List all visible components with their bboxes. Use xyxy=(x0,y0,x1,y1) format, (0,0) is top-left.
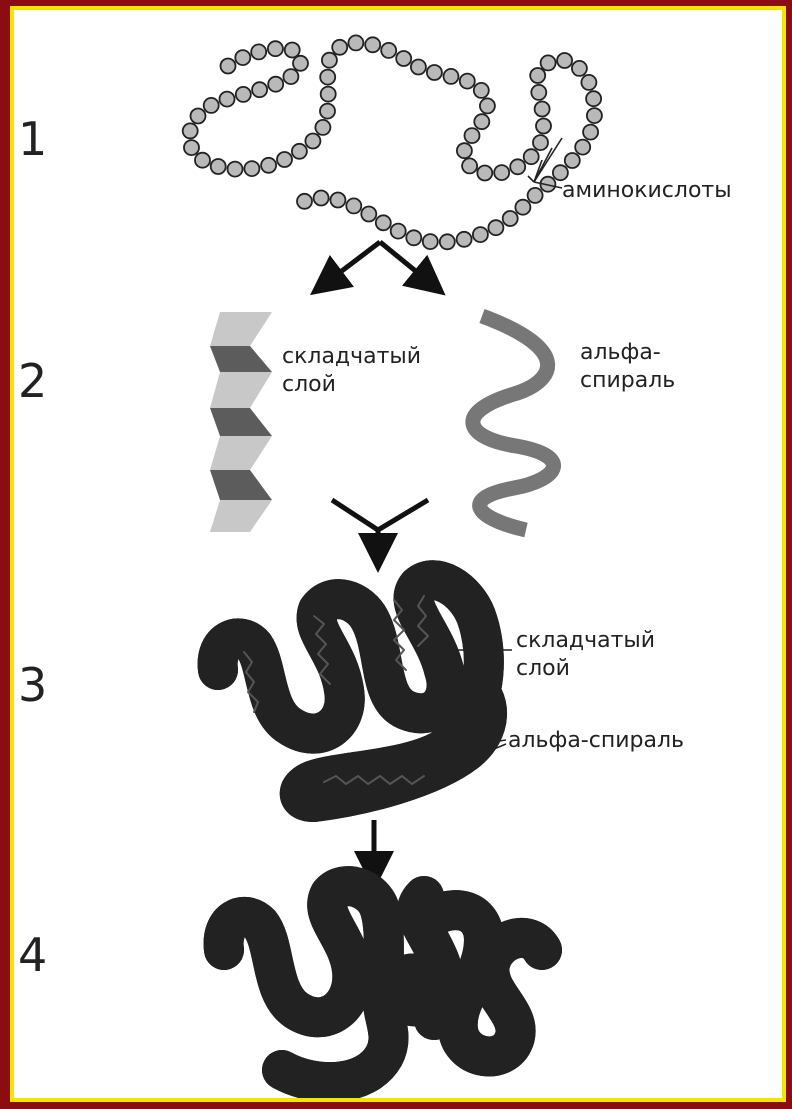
amino-acid-bead xyxy=(322,53,337,68)
amino-acid-bead xyxy=(211,159,226,174)
amino-acid-bead xyxy=(572,61,587,76)
tertiary-helix-label: альфа-спираль xyxy=(508,728,684,754)
amino-acid-bead xyxy=(235,50,250,65)
amino-acid-bead xyxy=(228,162,243,177)
protein-structure-diagram xyxy=(14,10,782,1098)
merge-arrow xyxy=(332,500,428,558)
alpha-helix-label-line1: альфа- xyxy=(580,340,661,366)
amino-acid-bead xyxy=(536,119,551,134)
amino-acid-bead xyxy=(268,41,283,56)
stage-number-4: 4 xyxy=(18,932,47,978)
amino-acid-bead xyxy=(440,234,455,249)
amino-acid-bead xyxy=(332,40,347,55)
amino-acid-bead xyxy=(565,153,580,168)
amino-acid-bead xyxy=(252,82,267,97)
diagram-panel: 1 2 3 4 аминокислоты складчатый слой аль… xyxy=(10,6,786,1102)
stage-number-2: 2 xyxy=(18,358,47,404)
amino-acid-bead xyxy=(575,140,590,155)
amino-acid-bead xyxy=(244,161,259,176)
amino-acid-bead xyxy=(292,144,307,159)
amino-acid-bead xyxy=(305,134,320,149)
amino-acids-label: аминокислоты xyxy=(562,178,732,204)
amino-acid-bead xyxy=(391,224,406,239)
amino-acid-bead xyxy=(293,56,308,71)
amino-acid-bead xyxy=(411,60,426,75)
split-arrow xyxy=(322,242,434,286)
amino-acid-bead xyxy=(236,87,251,102)
amino-acid-bead xyxy=(283,69,298,84)
amino-acid-bead xyxy=(510,159,525,174)
amino-acid-bead xyxy=(315,120,330,135)
amino-acid-bead xyxy=(474,114,489,129)
amino-acid-bead xyxy=(423,234,438,249)
amino-acid-bead xyxy=(474,83,489,98)
amino-acid-bead xyxy=(195,153,210,168)
amino-acid-bead xyxy=(251,44,266,59)
amino-acid-bead xyxy=(184,140,199,155)
quaternary-structure xyxy=(224,886,542,1082)
stage-number-1: 1 xyxy=(18,116,47,162)
tertiary-sheet-label-line1: складчатый xyxy=(516,628,655,654)
amino-acid-bead xyxy=(524,149,539,164)
amino-acid-bead xyxy=(541,55,556,70)
amino-acid-bead xyxy=(462,158,477,173)
pleated-sheet-label-line2: слой xyxy=(282,372,336,398)
amino-acid-bead xyxy=(488,220,503,235)
amino-acid-bead xyxy=(480,98,495,113)
amino-acid-bead xyxy=(321,87,336,102)
amino-acid-bead xyxy=(220,92,235,107)
amino-acid-bead xyxy=(320,104,335,119)
amino-acid-bead xyxy=(557,53,572,68)
amino-acid-bead xyxy=(457,232,472,247)
amino-acid-bead xyxy=(587,108,602,123)
tertiary-structure xyxy=(218,580,487,802)
amino-acid-bead xyxy=(444,69,459,84)
amino-acid-bead xyxy=(361,207,376,222)
amino-acid-bead xyxy=(348,35,363,50)
alpha-helix-label-line2: спираль xyxy=(580,368,675,394)
amino-acid-chain xyxy=(183,35,602,249)
amino-acid-bead xyxy=(515,200,530,215)
amino-acid-bead xyxy=(457,143,472,158)
amino-acid-bead xyxy=(530,68,545,83)
amino-acid-bead xyxy=(477,166,492,181)
amino-acid-bead xyxy=(473,227,488,242)
amino-acid-bead xyxy=(285,43,300,58)
amino-acid-bead xyxy=(261,158,276,173)
amino-acid-bead xyxy=(427,65,442,80)
amino-acid-bead xyxy=(183,123,198,138)
amino-acid-bead xyxy=(503,211,518,226)
amino-acid-bead xyxy=(531,85,546,100)
amino-acid-bead xyxy=(581,75,596,90)
pleated-sheet xyxy=(210,312,272,532)
amino-acid-bead xyxy=(330,193,345,208)
amino-acid-bead xyxy=(583,125,598,140)
pleated-sheet-label-line1: складчатый xyxy=(282,344,421,370)
amino-acid-bead xyxy=(277,152,292,167)
stage-number-3: 3 xyxy=(18,662,47,708)
amino-acid-bead xyxy=(460,74,475,89)
amino-acid-bead xyxy=(406,230,421,245)
amino-acid-bead xyxy=(533,135,548,150)
amino-acid-bead xyxy=(586,91,601,106)
amino-acid-bead xyxy=(268,77,283,92)
amino-acid-bead xyxy=(320,70,335,85)
amino-acid-bead xyxy=(494,165,509,180)
amino-acid-bead xyxy=(376,215,391,230)
amino-acid-bead xyxy=(204,98,219,113)
amino-acid-bead xyxy=(528,188,543,203)
amino-acid-bead xyxy=(396,51,411,66)
amino-acid-bead xyxy=(191,109,206,124)
amino-acid-bead xyxy=(465,128,480,143)
amino-acid-bead xyxy=(381,43,396,58)
alpha-helix xyxy=(473,316,554,530)
tertiary-sheet-label-line2: слой xyxy=(516,656,570,682)
amino-acid-bead xyxy=(365,37,380,52)
amino-acid-bead xyxy=(535,102,550,117)
amino-acid-bead xyxy=(297,194,312,209)
amino-acid-bead xyxy=(314,191,329,206)
amino-acid-bead xyxy=(221,59,236,74)
amino-acid-bead xyxy=(346,198,361,213)
